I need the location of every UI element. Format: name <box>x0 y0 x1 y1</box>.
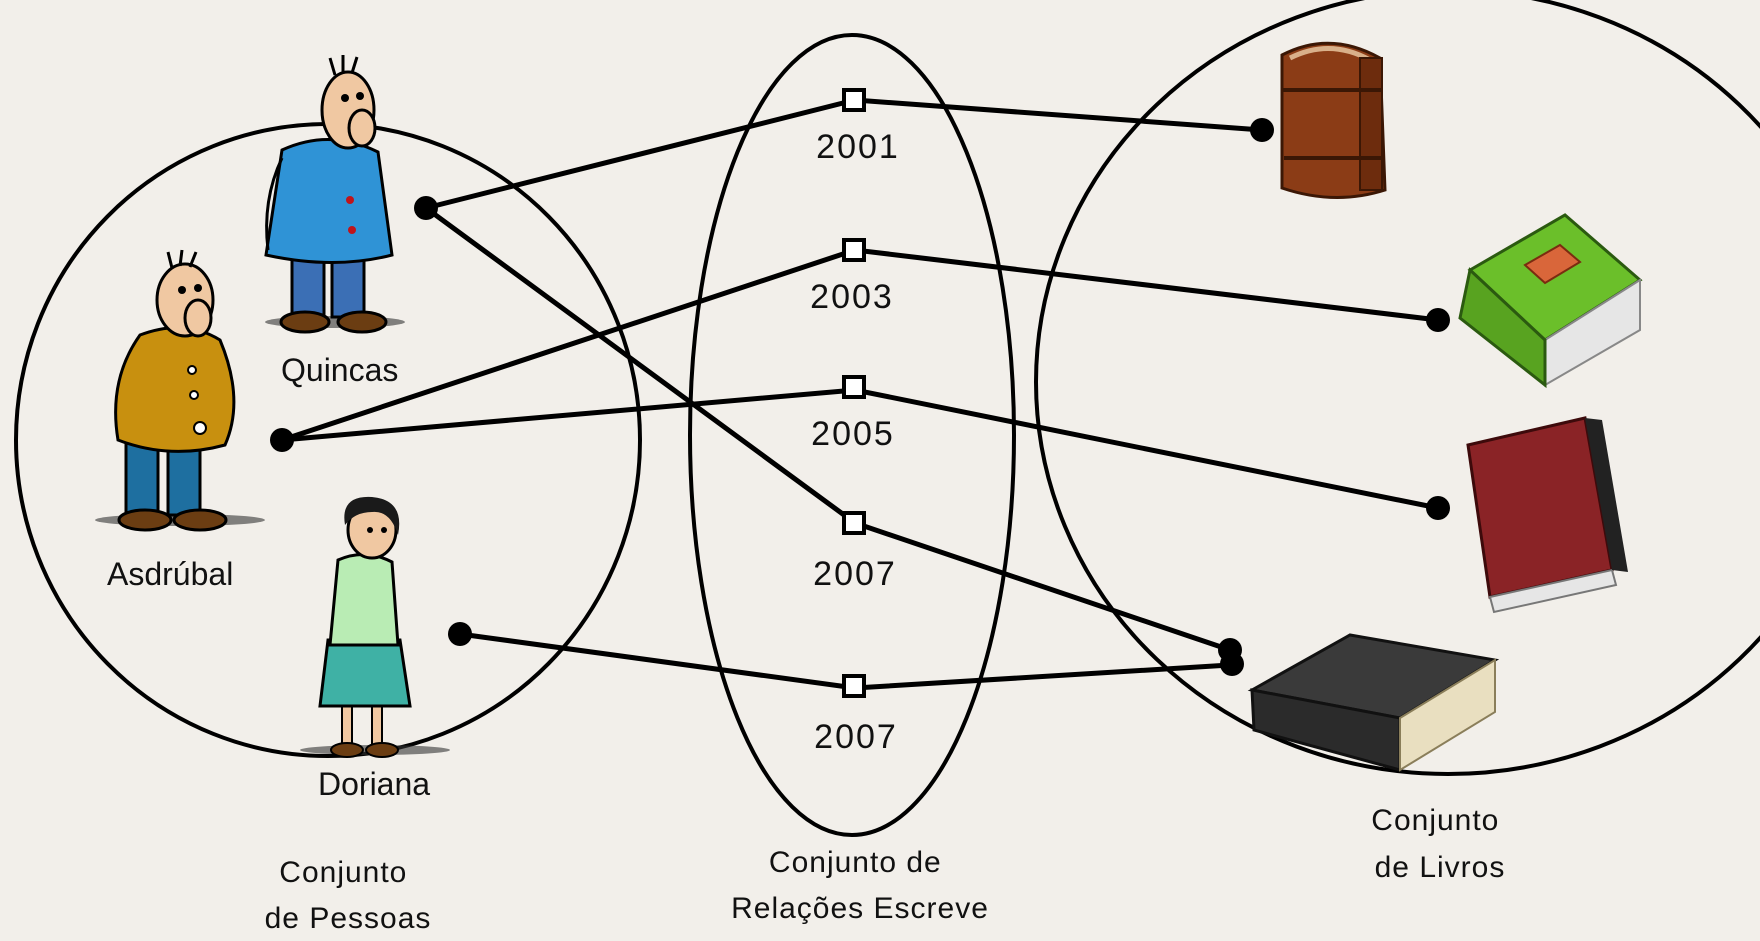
relation-year-label: 2007 <box>814 718 898 756</box>
doriana-figure <box>300 496 450 758</box>
book-brown-node <box>1250 118 1274 142</box>
relation-year-label: 2003 <box>810 278 894 316</box>
asdrubal-figure <box>95 249 265 532</box>
people-caption-line2: de Pessoas <box>265 902 432 935</box>
people-caption-line1: Conjunto <box>279 856 407 889</box>
relations-set-caption: Conjunto de Relações Escreve <box>731 846 989 925</box>
quincas-figure <box>264 55 405 334</box>
book-brown-icon <box>1280 41 1387 200</box>
relation-node-2001 <box>842 88 866 112</box>
people-set-caption: Conjunto de Pessoas <box>265 856 432 935</box>
books-caption-line2: de Livros <box>1375 851 1506 884</box>
book-red-node <box>1426 496 1450 520</box>
relation-year-label: 2007 <box>813 555 897 593</box>
book-red-icon <box>1466 416 1628 614</box>
relations-caption-line2: Relações Escreve <box>731 892 989 925</box>
relation-node-2003 <box>842 238 866 262</box>
book-black-icon <box>1247 633 1500 772</box>
relation-year-label: 2001 <box>816 128 900 166</box>
books-set-ellipse <box>1034 0 1760 776</box>
quincas-label: Quincas <box>281 352 398 388</box>
quincas-node <box>414 196 438 220</box>
relation-node-2005 <box>842 375 866 399</box>
relation-node-2007a <box>842 511 866 535</box>
doriana-label: Doriana <box>318 766 430 802</box>
books-set-caption: Conjunto de Livros <box>1371 804 1508 884</box>
books-caption-line1: Conjunto <box>1371 804 1499 837</box>
book-green-icon <box>1458 213 1643 389</box>
doriana-node <box>448 622 472 646</box>
relation-year-label: 2005 <box>811 415 895 453</box>
book-black-node-2 <box>1220 652 1244 676</box>
asdrubal-node <box>270 428 294 452</box>
relations-set-ellipse <box>688 33 1016 837</box>
relations-caption-line1: Conjunto de <box>769 846 942 879</box>
book-green-node <box>1426 308 1450 332</box>
asdrubal-label: Asdrúbal <box>107 556 233 592</box>
relation-node-2007b <box>842 674 866 698</box>
